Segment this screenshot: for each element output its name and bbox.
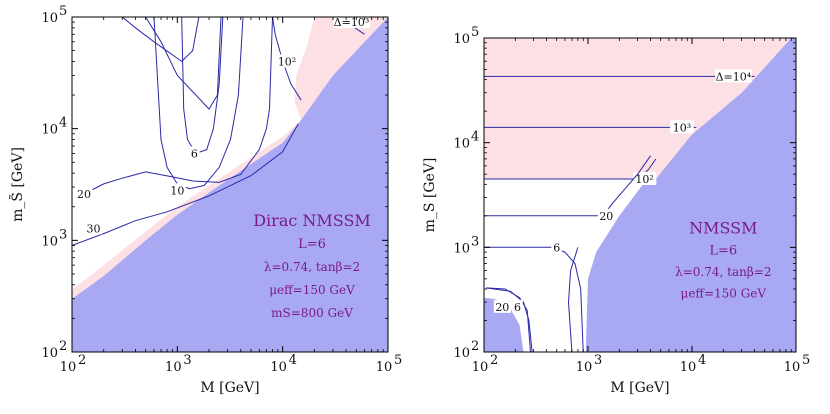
contour-line [486,287,531,352]
contour-label: 6 [514,301,521,314]
y-tick-label: 10 [453,241,470,256]
y-tick-label: 10 [41,346,58,361]
contour-label-bg [551,240,562,254]
contour-label-bg [493,299,511,313]
contour-label: 10² [278,55,296,68]
x-tick-exponent: 3 [183,353,191,368]
contour-label-bg [715,69,752,83]
y-tick-exponent: 4 [59,116,67,131]
contour-line [181,17,224,155]
contour-line [567,247,579,352]
region-pink [72,119,302,299]
x-tick-exponent: 4 [698,353,706,368]
annotation: L=6 [709,244,737,259]
y-tick-label: 10 [41,234,58,249]
x-tick-exponent: 2 [78,353,86,368]
x-tick-label: 10 [784,360,801,375]
y-tick-exponent: 3 [59,227,67,242]
x-tick-exponent: 2 [490,353,498,368]
plot-frame [483,37,797,353]
contour-line [484,155,652,217]
y-tick-exponent: 2 [59,339,67,354]
contour-label: Δ=10³ [334,16,370,29]
contour-label-bg [597,208,615,222]
x-tick-exponent: 3 [594,353,602,368]
x-axis-label: M [GeV] [200,380,259,396]
annotation: mS=800 GeV [271,306,353,320]
contour-label: Δ=10⁴ [716,70,752,83]
region-pink-top [294,17,388,120]
contour-label-bg [75,186,93,200]
x-axis-label: M [GeV] [610,380,669,396]
contour-label-bg [168,183,186,197]
contour-label-bg [512,299,523,313]
contour-label: 20 [495,301,509,314]
y-tick-exponent: 5 [59,4,67,19]
y-tick-label: 10 [453,32,470,47]
annotation: NMSSM [689,219,757,238]
x-tick-label: 10 [680,360,697,375]
x-tick-label: 10 [165,360,182,375]
x-tick-label: 10 [472,360,489,375]
y-tick-label: 10 [41,11,58,26]
contour-label: 30 [87,222,101,235]
contour-label-bg [85,221,103,235]
y-tick-exponent: 3 [471,234,479,249]
x-tick-label: 10 [376,360,393,375]
contour-label: 20 [77,188,91,201]
x-tick-label: 10 [60,360,77,375]
plot-frame [71,16,389,353]
contour-label-bg [275,54,299,68]
y-tick-label: 10 [453,137,470,152]
region-excluded [72,17,388,352]
contour-line [153,17,244,190]
x-tick-label: 10 [270,360,287,375]
contour-label-bg [670,120,694,134]
y-tick-label: 10 [41,123,58,138]
annotation: λ=0.74, tanβ=2 [264,260,360,274]
contour-label: 10 [170,184,184,197]
contour-label: 10² [635,173,653,186]
contour-label-bg [632,171,657,185]
contour-label: 6 [553,241,560,254]
contour-label: 20 [599,210,613,223]
contour-line [72,123,299,246]
contour-line [486,287,533,352]
contour-line [121,17,200,63]
x-tick-label: 10 [576,360,593,375]
contour-label: 6 [191,147,198,160]
x-tick-exponent: 5 [394,353,402,368]
x-tick-exponent: 5 [802,353,810,368]
contour-line [145,17,222,110]
y-tick-exponent: 5 [471,25,479,40]
annotation: λ=0.74, tanβ=2 [675,265,771,279]
y-tick-label: 10 [453,346,470,361]
y-axis-label: m_S [GeV] [422,158,438,233]
contour-line [83,17,273,195]
annotation: μeff=150 GeV [681,287,767,301]
annotation: Dirac NMSSM [253,211,371,230]
y-axis-label: m_S̃ [GeV] [8,147,26,222]
region-pink-top [484,38,792,179]
x-tick-exponent: 4 [289,353,297,368]
y-tick-exponent: 2 [471,339,479,354]
contour-label-bg [333,17,370,29]
contour-line [484,246,584,352]
contour-label: 10³ [673,121,691,134]
contour-label-bg [189,146,200,160]
annotation: μeff=150 GeV [269,283,355,297]
region-excluded-main [585,38,796,352]
y-tick-exponent: 4 [471,130,479,145]
annotation: L=6 [298,237,326,252]
